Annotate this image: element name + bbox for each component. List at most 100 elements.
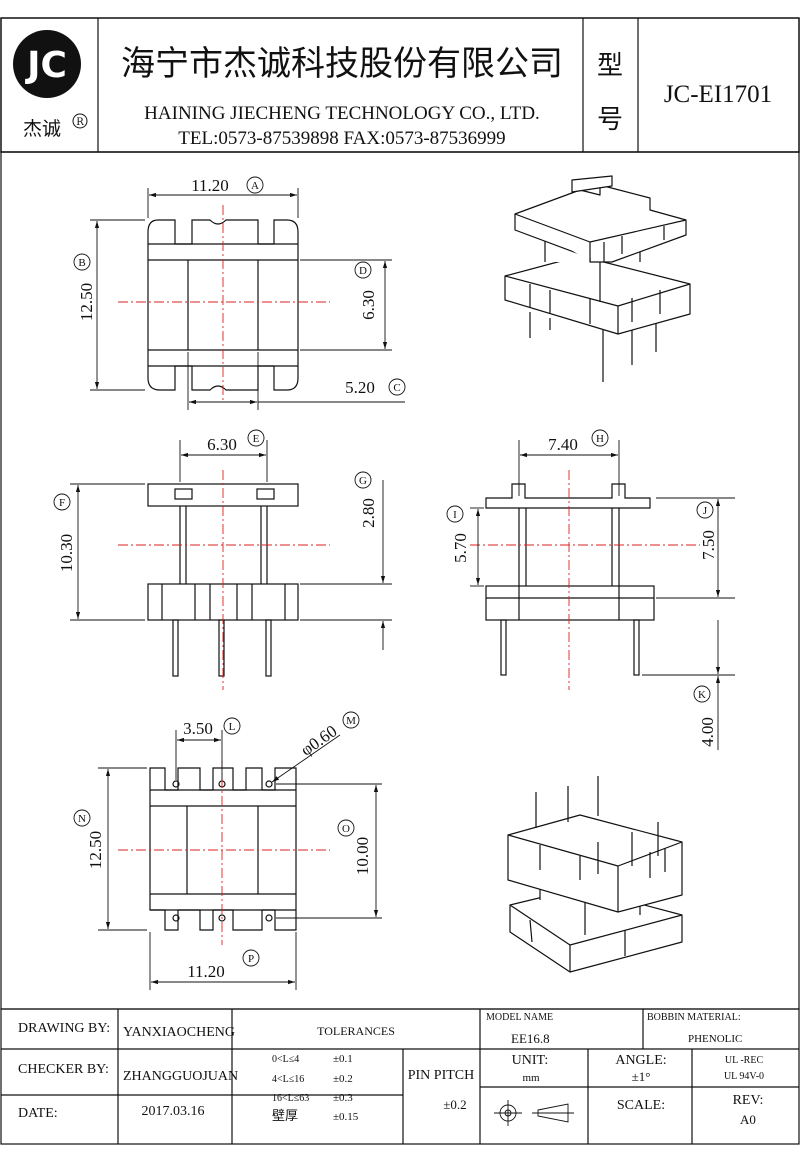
pin-pitch-value: ±0.2 <box>443 1097 466 1112</box>
registered-icon: R <box>76 117 84 128</box>
tol-val-1: ±0.1 <box>333 1053 353 1065</box>
rev-label: REV: <box>733 1093 764 1108</box>
title-block-grid <box>0 1008 800 1145</box>
bottom-view-dims <box>98 730 382 990</box>
dim-value: 3.50 <box>183 719 213 738</box>
dim-G: G 2.80 <box>354 471 378 528</box>
dim-H: 7.40 H <box>548 429 609 454</box>
drawing-by-label: DRAWING BY: <box>18 1021 110 1036</box>
dim-value: 7.50 <box>699 530 718 560</box>
bottom-view-centerlines <box>118 760 330 945</box>
iso-view-top <box>504 175 691 382</box>
dim-value: 11.20 <box>191 176 229 195</box>
dim-value: 10.30 <box>57 534 76 572</box>
model-label-1: 型 <box>597 51 623 81</box>
dim-N: N 12.50 <box>73 809 105 869</box>
checker-by-value: ZHANGGUOJUAN <box>123 1069 238 1084</box>
tol-val-2: ±0.2 <box>333 1073 353 1085</box>
dim-value: 2.80 <box>359 498 378 528</box>
company-name-cn: 海宁市杰诚科技股份有限公司 <box>121 44 563 84</box>
drawing-by-value: YANXIAOCHENG <box>123 1025 235 1040</box>
dim-value: 11.20 <box>187 962 225 981</box>
ul-94v0: UL 94V-0 <box>724 1071 764 1082</box>
tolerances-label: TOLERANCES <box>317 1024 395 1038</box>
ul-rec: UL -REC <box>725 1055 764 1066</box>
dim-value: 7.40 <box>548 435 578 454</box>
dim-B: B 12.50 <box>73 253 96 321</box>
dim-letter: O <box>342 823 350 835</box>
dim-O: O 10.00 <box>337 819 372 875</box>
top-view-dims <box>90 188 405 410</box>
dim-letter: P <box>248 953 254 965</box>
dim-I: I 5.70 <box>446 505 470 563</box>
tol-range-1: 0<L≤4 <box>272 1054 299 1065</box>
dim-P: 11.20 P <box>187 949 260 981</box>
company-logo: JC 杰诚 R <box>13 30 88 140</box>
model-number: JC-EI1701 <box>664 81 772 108</box>
company-contact: TEL:0573-87539898 FAX:0573-87536999 <box>178 128 505 149</box>
angle-value: ±1° <box>632 1069 651 1084</box>
dim-D: D 6.30 <box>354 261 378 320</box>
tol-range-4: 壁厚 <box>272 1109 298 1124</box>
dim-E: 6.30 E <box>207 429 265 454</box>
dim-letter: K <box>698 689 706 701</box>
scale-label: SCALE: <box>617 1098 665 1113</box>
dim-M: φ0.60 M <box>297 711 360 760</box>
unit-label: UNIT: <box>512 1053 549 1068</box>
side-view <box>485 483 655 676</box>
tol-val-3: ±0.3 <box>333 1092 353 1104</box>
dim-letter: E <box>253 433 260 445</box>
front-view-dims <box>70 440 392 650</box>
dim-C: 5.20 C <box>345 378 406 397</box>
dim-letter: D <box>359 265 367 277</box>
dim-value: 5.20 <box>345 378 375 397</box>
dim-letter: I <box>453 509 457 521</box>
date-label: DATE: <box>18 1106 58 1121</box>
iso-view-bottom <box>507 776 683 973</box>
dim-letter: C <box>393 382 400 394</box>
dim-letter: G <box>359 475 367 487</box>
pin-pitch-label: PIN PITCH <box>408 1068 475 1083</box>
company-name-en: HAINING JIECHENG TECHNOLOGY CO., LTD. <box>144 103 540 124</box>
logo-subtext: 杰诚 <box>23 118 61 140</box>
top-view-centerlines <box>118 205 330 400</box>
dim-value: 5.70 <box>451 533 470 563</box>
dim-letter: J <box>703 505 708 517</box>
tolerance-table: 0<L≤4 ±0.1 4<L≤16 ±0.2 16<L≤63 ±0.3 壁厚 ±… <box>272 1053 359 1124</box>
dim-letter: M <box>346 715 356 727</box>
dim-K: K 4.00 <box>693 685 717 747</box>
tol-range-2: 4<L≤16 <box>272 1074 304 1085</box>
dim-letter: H <box>596 433 604 445</box>
rev-value: A0 <box>740 1112 756 1127</box>
bobbin-material-value: PHENOLIC <box>688 1033 742 1045</box>
tol-range-3: 16<L≤63 <box>272 1093 309 1104</box>
model-name-value: EE16.8 <box>511 1031 550 1046</box>
projection-symbol-icon <box>494 1100 574 1126</box>
unit-value: mm <box>522 1072 540 1084</box>
model-name-label: MODEL NAME <box>486 1012 553 1023</box>
dim-J: J 7.50 <box>696 501 718 560</box>
tol-val-4: ±0.15 <box>333 1111 359 1123</box>
dim-F: F 10.30 <box>53 493 76 572</box>
dim-letter: A <box>251 180 259 192</box>
dim-letter: B <box>78 257 85 269</box>
side-view-centerlines <box>470 470 700 690</box>
dim-value: 6.30 <box>359 290 378 320</box>
logo-text: JC <box>24 45 67 86</box>
dim-A: 11.20 A <box>191 176 264 195</box>
bobbin-material-label: BOBBIN MATERIAL: <box>647 1012 741 1023</box>
dim-value: 12.50 <box>77 283 96 321</box>
dim-letter: L <box>229 721 236 733</box>
dim-value: φ0.60 <box>297 721 340 759</box>
dim-letter: F <box>59 497 65 509</box>
checker-by-label: CHECKER BY: <box>18 1062 109 1077</box>
dim-value: 4.00 <box>698 717 717 747</box>
dim-value: 10.00 <box>353 837 372 875</box>
model-label-2: 号 <box>597 105 623 135</box>
front-view-centerlines <box>118 470 330 690</box>
dim-value: 6.30 <box>207 435 237 454</box>
angle-label: ANGLE: <box>615 1053 666 1068</box>
date-value: 2017.03.16 <box>142 1104 205 1119</box>
